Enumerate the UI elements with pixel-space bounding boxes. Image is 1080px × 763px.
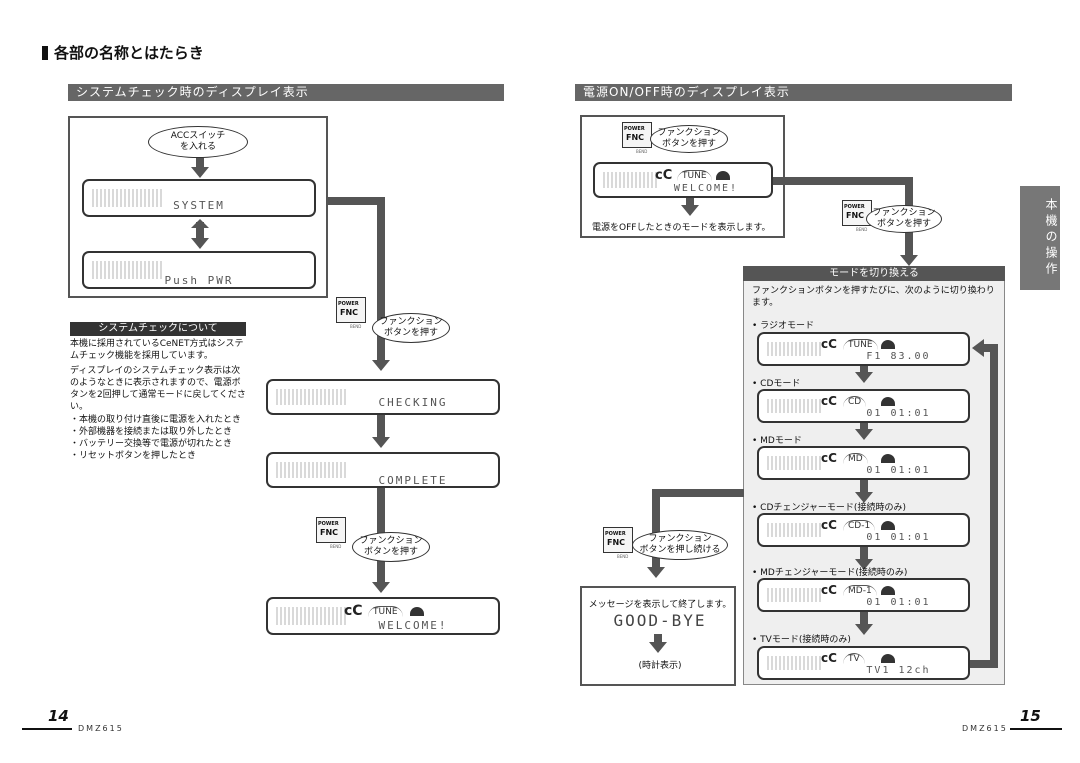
- page-number-right: 15: [1020, 707, 1041, 725]
- lcd-mode-tv: cC TV TV1 12ch: [757, 646, 970, 680]
- mode-tag: CD-1: [843, 520, 876, 531]
- lcd-welcome-text: WELCOME!: [378, 619, 448, 632]
- lcd-mode-line: 01 01:01: [866, 532, 931, 543]
- press-function-bubble-1: ファンクション ボタンを押す: [372, 313, 450, 343]
- mode-icon: [716, 171, 730, 180]
- lcd-mode-line: F1 83.00: [866, 351, 931, 362]
- mode-tag: MD: [843, 453, 868, 464]
- mode-label-md-changer: • MDチェンジャーモード(接続時のみ): [752, 568, 908, 578]
- tune-indicator: TUNE: [677, 170, 712, 181]
- mode-tag: TUNE: [843, 339, 878, 350]
- press-function-bubble-right: ファンクション ボタンを押す: [866, 205, 942, 233]
- lcd-mode-radio: cC TUNE F1 83.00: [757, 332, 970, 366]
- clock-display-note: (時計表示): [638, 661, 682, 671]
- goodbye-panel: [580, 586, 736, 686]
- cenet-logo: cC: [344, 603, 363, 619]
- mode-icon: [410, 607, 424, 616]
- note-item: ・バッテリー交換等で電源が切れたとき: [70, 439, 233, 449]
- mode-label-tv: • TVモード(接続時のみ): [752, 635, 851, 645]
- lcd-mode-cd-changer: cC CD-1 01 01:01: [757, 513, 970, 547]
- mode-label-cd: • CDモード: [752, 379, 801, 389]
- lcd-push-text: Push PWR: [164, 274, 234, 287]
- mode-tag: MD-1: [843, 585, 877, 596]
- mode-tag: CD: [843, 396, 867, 407]
- mode-label-md: • MDモード: [752, 436, 802, 446]
- system-check-note-2: ディスプレイのシステムチェック表示は次のようなときに表示されますので、電源ボタン…: [70, 366, 246, 412]
- heading-text: 各部の名称とはたらき: [54, 44, 204, 62]
- lcd-push-pwr: Push PWR: [82, 251, 316, 289]
- lcd-system: SYSTEM: [82, 179, 316, 217]
- model-left: DMZ615: [78, 724, 124, 733]
- press-function-bubble-2: ファンクション ボタンを押す: [352, 532, 430, 562]
- model-right: DMZ615: [962, 724, 1008, 733]
- lcd-mode-line: 01 01:01: [866, 465, 931, 476]
- lcd-mode-cd: cC CD 01 01:01: [757, 389, 970, 423]
- right-section-bar: 電源ON/OFF時のディスプレイ表示: [575, 84, 1012, 101]
- mode-label-cd-changer: • CDチェンジャーモード(接続時のみ): [752, 503, 906, 513]
- lcd-complete: COMPLETE: [266, 452, 500, 488]
- page-number-left: 14: [48, 707, 69, 725]
- hold-function-bubble: ファンクション ボタンを押し続ける: [632, 530, 728, 560]
- mode-icon: [881, 586, 895, 595]
- note-item: ・本機の取り付け直後に電源を入れたとき: [70, 415, 242, 425]
- press-function-bubble-top: ファンクション ボタンを押す: [650, 125, 728, 153]
- lcd-welcome-right-text: WELCOME!: [673, 183, 739, 194]
- lcd-mode-line: 01 01:01: [866, 597, 931, 608]
- mode-switch-title: モードを切り換える: [743, 266, 1005, 281]
- lcd-system-text: SYSTEM: [173, 199, 225, 212]
- mode-icon: [881, 521, 895, 530]
- tune-indicator: TUNE: [368, 606, 403, 617]
- mode-icon: [881, 454, 895, 463]
- section-heading: 各部の名称とはたらき: [42, 42, 204, 63]
- mode-icon: [881, 654, 895, 663]
- lcd-welcome-left: cC TUNE WELCOME!: [266, 597, 500, 635]
- acc-switch-bubble: ACCスイッチ を入れる: [148, 126, 248, 158]
- mode-tag: TV: [843, 653, 865, 664]
- lcd-checking-text: CHECKING: [378, 396, 448, 409]
- system-check-note-list: ・本機の取り付け直後に電源を入れたとき ・外部機器を接続または取り外したとき ・…: [70, 414, 250, 462]
- lcd-mode-line: TV1 12ch: [866, 665, 931, 676]
- goodbye-text: GOOD-BYE: [613, 611, 707, 630]
- lcd-mode-md: cC MD 01 01:01: [757, 446, 970, 480]
- mode-icon: [881, 397, 895, 406]
- mode-label-radio: • ラジオモード: [752, 321, 814, 331]
- lcd-mode-md-changer: cC MD-1 01 01:01: [757, 578, 970, 612]
- heading-mark: [42, 46, 48, 60]
- lcd-checking: CHECKING: [266, 379, 500, 415]
- operation-side-tab: 本機の操作: [1020, 186, 1060, 290]
- lcd-welcome-right: cC TUNE WELCOME!: [593, 162, 773, 198]
- note-item: ・外部機器を接続または取り外したとき: [70, 427, 233, 437]
- system-check-note-1: 本機に採用されているCeNET方式はシステムチェック機能を採用しています。: [70, 339, 244, 361]
- lcd-complete-text: COMPLETE: [378, 474, 448, 487]
- goodbye-note: メッセージを表示して終了します。: [588, 600, 732, 610]
- lcd-mode-line: 01 01:01: [866, 408, 931, 419]
- left-section-bar: システムチェック時のディスプレイ表示: [68, 84, 504, 101]
- mode-icon: [881, 340, 895, 349]
- power-off-note: 電源をOFFしたときのモードを表示します。: [592, 223, 771, 233]
- mode-switch-desc: ファンクションボタンを押すたびに、次のように切り換わります。: [752, 286, 995, 308]
- note-item: ・リセットボタンを押したとき: [70, 451, 197, 461]
- system-check-note-title: システムチェックについて: [70, 322, 246, 336]
- cenet-logo: cC: [655, 168, 673, 183]
